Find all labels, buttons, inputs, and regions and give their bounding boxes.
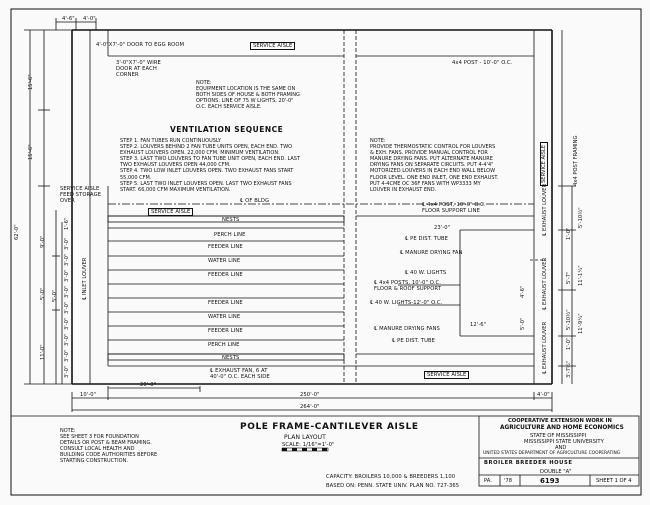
label-post-top: 4x4 POST - 10'-0" O.C. xyxy=(452,60,513,66)
house-type: DOUBLE "A" xyxy=(540,469,572,475)
dim-left-small: 3'-0" xyxy=(64,301,70,314)
label-service-aisle-mid: SERVICE AISLE xyxy=(148,208,194,216)
label-feeder-1: FEEDER LINE xyxy=(208,244,243,250)
dim-r-23: 23'-0" xyxy=(434,225,451,231)
dim-left-small: 3'-0" xyxy=(64,349,70,362)
label-lights-40-12: ℄ 40 W. LIGHTS-12'-0" O.C. xyxy=(370,300,443,306)
label-wire-door: 3'-0"X7'-0" WIRE DOOR AT EACH CORNER xyxy=(116,60,161,78)
dim-left-small: 3'-0" xyxy=(64,269,70,282)
scale-bar xyxy=(281,447,329,452)
dim-left-5: 11'-0" xyxy=(40,344,46,360)
dim-bottom-264: 264'-0" xyxy=(300,404,320,410)
dim-left-small: 3'-0" xyxy=(64,365,70,378)
dim-right: 1'-0" xyxy=(566,337,572,350)
univ-line: MISSISSIPPI STATE UNIVERSITY xyxy=(524,439,604,445)
label-pe-dist-bottom: ℄ PE DIST. TUBE xyxy=(392,338,436,344)
drawing-subtitle: PLAN LAYOUT xyxy=(284,434,326,441)
dim-left-2: 15'-6" xyxy=(28,144,34,160)
label-post-floor: ℄ 4x4 POST, 10'-0" O.C. FLOOR SUPPORT LI… xyxy=(422,202,486,214)
label-feed-storage: SERVICE AISLE FEED STORAGE OVER xyxy=(60,186,102,204)
label-service-aisle-vert: SERVICE AISLE xyxy=(540,141,548,186)
sheet-number: SHEET 1 OF 4 xyxy=(596,478,632,484)
dim-right: 5'-10½" xyxy=(578,207,584,228)
dim-left-6: 5'-0" xyxy=(52,289,58,302)
label-exhaust-fan: ℄ EXHAUST FAN, 6 AT 40'-0" O.C. EACH SID… xyxy=(210,368,270,380)
label-manure-drying-bottom: ℄ MANURE DRYING FANS xyxy=(374,326,440,332)
based-on-text: BASED ON: PENN. STATE UNIV. PLAN NO. 727… xyxy=(326,483,460,489)
and-line: AND xyxy=(555,445,567,451)
note-thermostatic: NOTE: PROVIDE THERMOSTATIC CONTROL FOR L… xyxy=(370,138,499,193)
capacity-text: CAPACITY: BROILERS 10,000 & BREEDERS 1,1… xyxy=(326,474,456,480)
label-post-framing: 4x4 POST FRAMING xyxy=(573,135,579,186)
dim-right: 5'-0" xyxy=(520,317,526,330)
pa-label: PA. xyxy=(484,478,492,484)
dim-right: 5'-7" xyxy=(566,271,572,284)
label-lights-40: ℄ 40 W. LIGHTS xyxy=(405,270,447,276)
drawing-scale: SCALE: 1/16"=1'-0" xyxy=(282,442,335,448)
dim-left-small: 3'-0" xyxy=(64,285,70,298)
dim-left-total: 62'-0" xyxy=(14,224,20,240)
label-water-1: WATER LINE xyxy=(208,258,241,264)
dim-right: 4'-6" xyxy=(520,285,526,298)
label-pe-dist-top: ℄ PE DIST. TUBE xyxy=(405,236,449,242)
label-nests-top: NESTS xyxy=(222,217,240,223)
dim-left-small: 3'-0" xyxy=(64,317,70,330)
coop-line-2: AGRICULTURE AND HOME ECONOMICS xyxy=(500,425,624,431)
label-perch-top: PERCH LINE xyxy=(214,232,246,238)
note-equipment: NOTE: EQUIPMENT LOCATION IS THE SAME ON … xyxy=(196,80,300,111)
dim-bottom-4: 4'-0" xyxy=(537,392,550,398)
coop-line-1: COOPERATIVE EXTENSION WORK IN xyxy=(508,418,612,424)
dim-left-small: 3'-0" xyxy=(64,333,70,346)
label-door: 4'-0"X7'-0" DOOR TO EGG ROOM xyxy=(96,42,185,48)
house-title: BROILER BREEDER HOUSE xyxy=(484,460,573,466)
dim-right: 11'-1¼" xyxy=(578,265,584,286)
label-nests-bottom: NESTS xyxy=(222,355,240,361)
dim-bottom-20: 20'-0" xyxy=(140,382,157,388)
dim-left-small: 3'-0" xyxy=(64,253,70,266)
label-manure-drying-top: ℄ MANURE DRYING FAN xyxy=(400,250,463,256)
label-posts-floor-roof: ℄ 4x4 POSTS, 10'-0" O.C. FLOOR & ROOF SU… xyxy=(374,280,442,292)
dim-right: 5'-10½" xyxy=(566,309,572,330)
plan-number: 6193 xyxy=(540,477,560,485)
ventilation-steps: STEP 1. FAN TUBES RUN CONTINUOUSLY STEP … xyxy=(120,138,301,193)
dim-right: 1'-0" xyxy=(566,227,572,240)
label-exhaust-louver-2: ℄ EXHAUST LOUVER xyxy=(542,257,548,310)
dim-right: 11'-9¼" xyxy=(578,313,584,334)
year-label: '78 xyxy=(504,478,513,484)
label-feeder-3: FEEDER LINE xyxy=(208,300,243,306)
label-perch-bottom: PERCH LINE xyxy=(208,342,240,348)
state-line: STATE OF MISSISSIPPI xyxy=(530,433,587,439)
label-service-aisle-bottom: SERVICE AISLE xyxy=(424,371,470,379)
label-exhaust-louver-3: ℄ EXHAUST LOUVER xyxy=(542,321,548,374)
note-foundation: NOTE: SEE SHEET 3 FOR FOUNDATION DETAILS… xyxy=(60,428,158,465)
dim-bottom-10: 10'-0" xyxy=(80,392,97,398)
label-service-aisle-top: SERVICE AISLE xyxy=(250,42,296,50)
dim-top-left-b: 4'-0" xyxy=(83,16,96,22)
drawing-title: POLE FRAME-CANTILEVER AISLE xyxy=(240,422,419,432)
label-cl-bldg: ℄ OF BLDG xyxy=(240,198,270,204)
dim-right: 3'-7½" xyxy=(566,360,572,378)
dim-left-small: 1'-6" xyxy=(64,217,70,230)
dim-left-1: 15'-6" xyxy=(28,74,34,90)
dim-top-left-a: 4'-6" xyxy=(62,16,75,22)
dim-left-small: 3'-0" xyxy=(64,237,70,250)
usda-line: UNITED STATES DEPARTMENT OF AGRICULTURE … xyxy=(483,451,621,456)
dim-bottom-250: 250'-0" xyxy=(300,392,320,398)
label-exhaust-louver-1: ℄ EXHAUST LOUVER xyxy=(542,183,548,236)
label-feeder-2: FEEDER LINE xyxy=(208,272,243,278)
dim-r-12: 12'-6" xyxy=(470,322,487,328)
dim-left-3: 9'-0" xyxy=(40,235,46,248)
dim-left-4: 5'-0" xyxy=(40,287,46,300)
label-water-2: WATER LINE xyxy=(208,314,241,320)
ventilation-title: VENTILATION SEQUENCE xyxy=(170,125,284,134)
label-feeder-4: FEEDER LINE xyxy=(208,328,243,334)
label-inlet-louver: ℄ INLET LOUVER xyxy=(82,257,88,300)
